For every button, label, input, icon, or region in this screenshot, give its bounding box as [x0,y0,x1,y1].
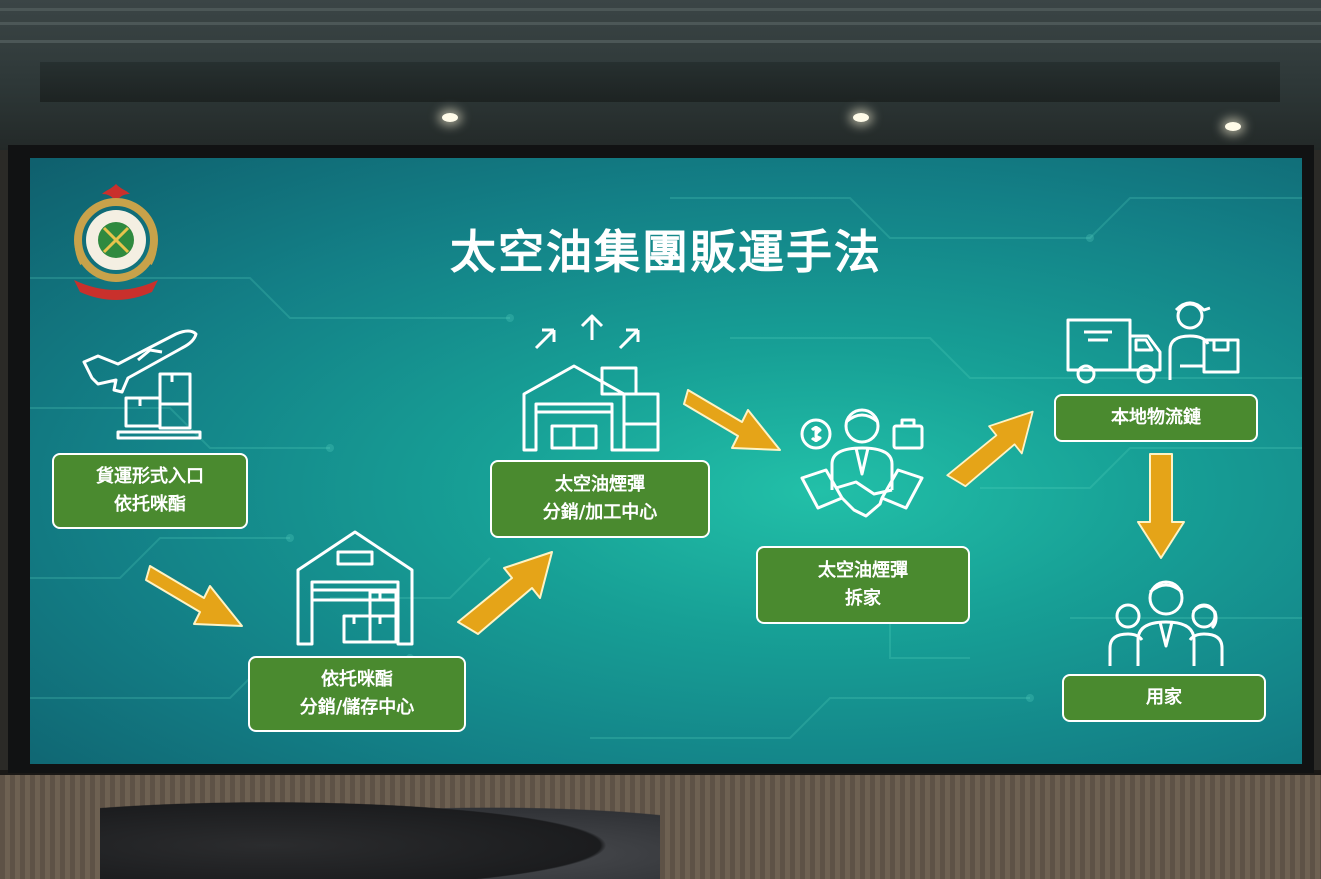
customs-crest-logo [66,180,166,308]
distribution-warehouse-icon [516,310,666,456]
ceiling [0,0,1321,150]
node-storage-center-line2: 分銷/儲存中心 [299,697,415,718]
ceiling-recess [40,62,1280,102]
node-end-users-line1: 用家 [1146,687,1182,708]
node-processing-center-line1: 太空油煙彈 [555,474,645,495]
screen-ledge [0,770,1321,778]
flow-arrow [457,551,553,635]
bags-foreground [100,795,660,879]
presentation-slide: 太空油集團販運手法 貨運形式入口 依托咪酯 依托咪酯 [30,158,1302,764]
node-cargo-import-line2: 依托咪酯 [114,494,186,515]
node-dealer: 太空油煙彈 拆家 [756,546,970,624]
ceiling-light [1225,122,1241,131]
user-group-icon [1104,576,1228,670]
ceiling-light [853,113,869,122]
node-dealer-line1: 太空油煙彈 [818,560,908,581]
node-end-users: 用家 [1062,674,1266,722]
ceiling-band [0,8,1321,11]
node-processing-center: 太空油煙彈 分銷/加工中心 [490,460,710,538]
node-local-logistics-line1: 本地物流鏈 [1111,407,1201,428]
ceiling-band [0,40,1321,43]
flow-arrow [946,410,1034,488]
node-storage-center-line1: 依托咪酯 [321,669,393,690]
ceiling-band [0,22,1321,25]
flow-arrow [145,565,243,627]
node-cargo-import-line1: 貨運形式入口 [96,466,204,487]
node-local-logistics: 本地物流鏈 [1054,394,1258,442]
node-dealer-line2: 拆家 [845,588,881,609]
handshake-dealer-icon [796,404,928,534]
flow-arrow [1137,453,1185,559]
node-cargo-import: 貨運形式入口 依托咪酯 [52,453,248,529]
ceiling-light [442,113,458,122]
flow-arrow [683,389,781,451]
node-processing-center-line2: 分銷/加工中心 [542,502,658,523]
slide-title: 太空油集團販運手法 [450,225,882,279]
node-storage-center: 依托咪酯 分銷/儲存中心 [248,656,466,732]
airplane-cargo-icon [78,320,208,450]
warehouse-icon [292,526,418,650]
delivery-truck-courier-icon [1064,296,1244,388]
